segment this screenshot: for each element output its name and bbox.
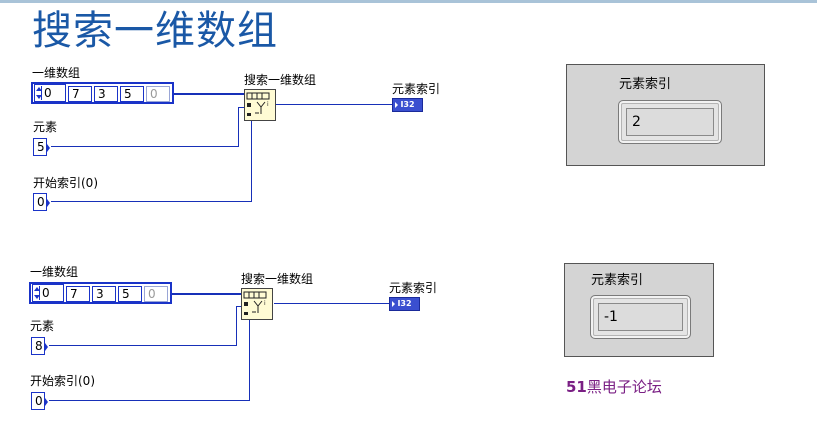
search-array-icon: i — [246, 92, 270, 116]
search-1d-array-function[interactable]: i — [244, 89, 276, 121]
numeric-indicator-value[interactable]: -1 — [598, 303, 683, 331]
element-wire-end — [238, 107, 244, 108]
element-index-indicator[interactable]: I32 — [392, 98, 423, 112]
array-element[interactable]: 5 — [118, 286, 142, 302]
array-element[interactable]: 5 — [120, 86, 144, 102]
element-wire-v — [236, 306, 237, 346]
numeric-indicator-frame: -1 — [590, 295, 691, 339]
array-element[interactable]: 7 — [68, 86, 92, 102]
array-index-display[interactable]: 0 — [32, 284, 64, 302]
output-wire — [274, 303, 390, 304]
function-label: 搜索一维数组 — [244, 73, 317, 87]
start-wire-v — [249, 320, 250, 401]
numeric-indicator-frame: 2 — [618, 100, 722, 144]
array-element[interactable]: 3 — [94, 86, 118, 102]
array-element-empty[interactable]: 0 — [146, 86, 170, 102]
svg-text:i: i — [267, 101, 269, 108]
search-array-icon: i — [243, 291, 267, 315]
front-panel-1: 元素索引 2 — [566, 64, 765, 166]
element-control[interactable]: 8 — [31, 337, 48, 355]
array-element-empty[interactable]: 0 — [144, 286, 168, 302]
index-spinner-icon[interactable] — [36, 86, 42, 100]
watermark-prefix: 51 — [566, 378, 587, 396]
search-1d-array-function[interactable]: i — [241, 288, 273, 320]
top-border-line — [0, 0, 817, 3]
element-wire-end — [236, 306, 242, 307]
array-wire — [174, 93, 244, 95]
start-index-control[interactable]: 0 — [31, 392, 48, 410]
element-wire-h — [49, 345, 237, 346]
array-element[interactable]: 3 — [92, 286, 116, 302]
start-wire-v — [251, 121, 252, 202]
array-wire — [172, 293, 242, 295]
array-index-display[interactable]: 0 — [34, 84, 66, 102]
output-wire — [276, 104, 392, 105]
array-index-value: 0 — [44, 86, 52, 100]
indicator-label: 元素索引 — [389, 281, 438, 295]
element-wire-v — [238, 107, 239, 147]
index-spinner-icon[interactable] — [34, 286, 40, 300]
function-label: 搜索一维数组 — [241, 272, 314, 286]
front-panel-2: 元素索引 -1 — [564, 263, 714, 357]
array-control[interactable]: 0 7 3 5 0 — [31, 82, 174, 104]
array-control[interactable]: 0 7 3 5 0 — [29, 282, 172, 304]
watermark-text: 黑电子论坛 — [586, 378, 662, 396]
start-index-label: 开始索引(0) — [33, 176, 98, 190]
element-wire-h — [51, 146, 239, 147]
element-control-label: 元素 — [30, 319, 55, 333]
element-control-label: 元素 — [33, 120, 58, 134]
array-control-label: 一维数组 — [30, 265, 79, 279]
numeric-indicator-value[interactable]: 2 — [626, 108, 714, 136]
element-index-indicator[interactable]: I32 — [389, 297, 420, 311]
indicator-label: 元素索引 — [392, 82, 441, 96]
array-control-label: 一维数组 — [32, 66, 81, 80]
page-title: 搜索一维数组 — [32, 8, 278, 54]
start-index-label: 开始索引(0) — [30, 374, 95, 388]
start-wire-h — [49, 400, 250, 401]
element-control[interactable]: 5 — [33, 138, 50, 156]
array-element[interactable]: 7 — [66, 286, 90, 302]
panel-indicator-label: 元素索引 — [591, 273, 644, 288]
array-index-value: 0 — [42, 286, 50, 300]
panel-indicator-label: 元素索引 — [619, 77, 672, 92]
svg-text:i: i — [264, 300, 266, 307]
watermark: 51黑电子论坛 — [566, 378, 662, 396]
start-wire-h — [51, 201, 252, 202]
start-index-control[interactable]: 0 — [33, 193, 50, 211]
